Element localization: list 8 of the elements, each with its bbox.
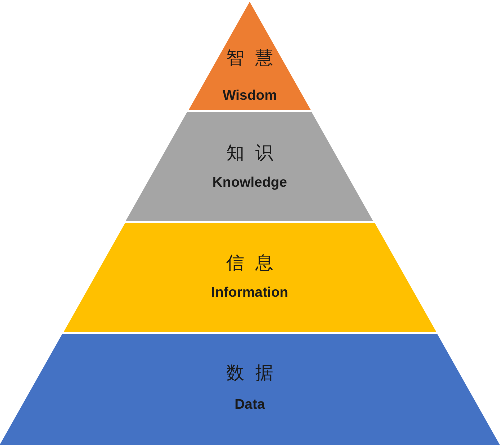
- level-title: 数据: [226, 362, 284, 385]
- level-title: 知识: [226, 142, 284, 165]
- level-label: Wisdom: [222, 87, 278, 103]
- level-label: Knowledge: [212, 174, 288, 190]
- level-label: Information: [211, 284, 288, 300]
- level-label: Data: [234, 396, 266, 412]
- level-title: 智慧: [226, 47, 284, 70]
- level-title: 信息: [226, 252, 284, 275]
